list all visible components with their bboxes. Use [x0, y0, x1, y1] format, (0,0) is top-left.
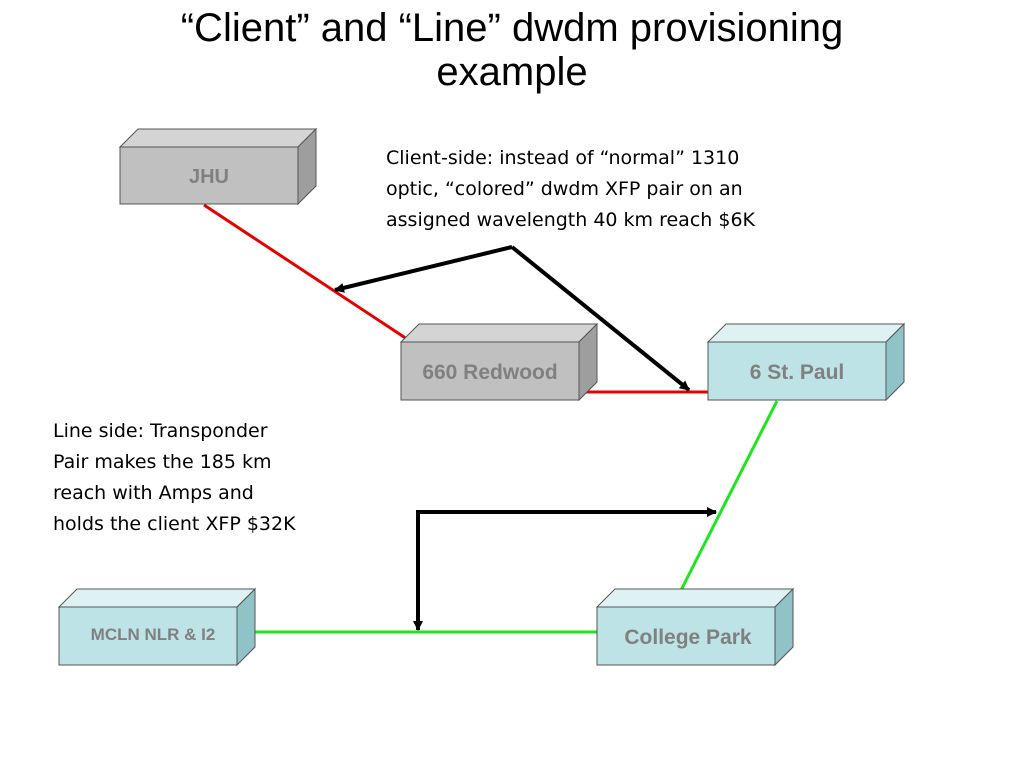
- client-arrow-to-jhu-link: [334, 245, 513, 293]
- line-side-note-line: holds the client XFP $32K: [53, 513, 296, 535]
- node-mcln-nlr-i2: MCLN NLR & I2: [57, 587, 257, 667]
- line-side-note-line: reach with Amps and: [53, 482, 254, 504]
- line-side-note-line: Pair makes the 185 km: [53, 451, 272, 473]
- node-college-park-label: College Park: [624, 626, 752, 649]
- title-line-1: “Client” and “Line” dwdm provisioning: [180, 6, 844, 50]
- node-jhu: JHU: [118, 127, 318, 206]
- slide-title: “Client” and “Line” dwdm provisioning ex…: [0, 6, 1024, 94]
- line-side-note-line: Line side: Transponder: [53, 420, 268, 442]
- client-side-note: Client-side: instead of “normal” 1310 op…: [386, 143, 755, 236]
- node-jhu-label: JHU: [189, 166, 229, 188]
- node-660-redwood-label: 660 Redwood: [422, 361, 557, 384]
- client-side-note-line: optic, “colored” dwdm XFP pair on an: [386, 178, 743, 200]
- client-side-note-line: assigned wavelength 40 km reach $6K: [386, 209, 755, 231]
- title-line-2: example: [436, 50, 588, 94]
- client-arrow-to-stpaul: [510, 245, 691, 392]
- node-6-st-paul: 6 St. Paul: [706, 322, 906, 402]
- client-link-jhu-redwood: [203, 203, 411, 343]
- node-mcln-nlr-i2-label: MCLN NLR & I2: [91, 625, 216, 644]
- node-college-park: College Park: [595, 587, 795, 667]
- node-6-st-paul-label: 6 St. Paul: [750, 361, 845, 384]
- line-side-note: Line side: Transponder Pair makes the 18…: [53, 416, 296, 540]
- line-link-stpaul-collegepark: [671, 400, 779, 607]
- node-660-redwood: 660 Redwood: [399, 322, 599, 402]
- client-side-note-line: Client-side: instead of “normal” 1310: [386, 147, 740, 169]
